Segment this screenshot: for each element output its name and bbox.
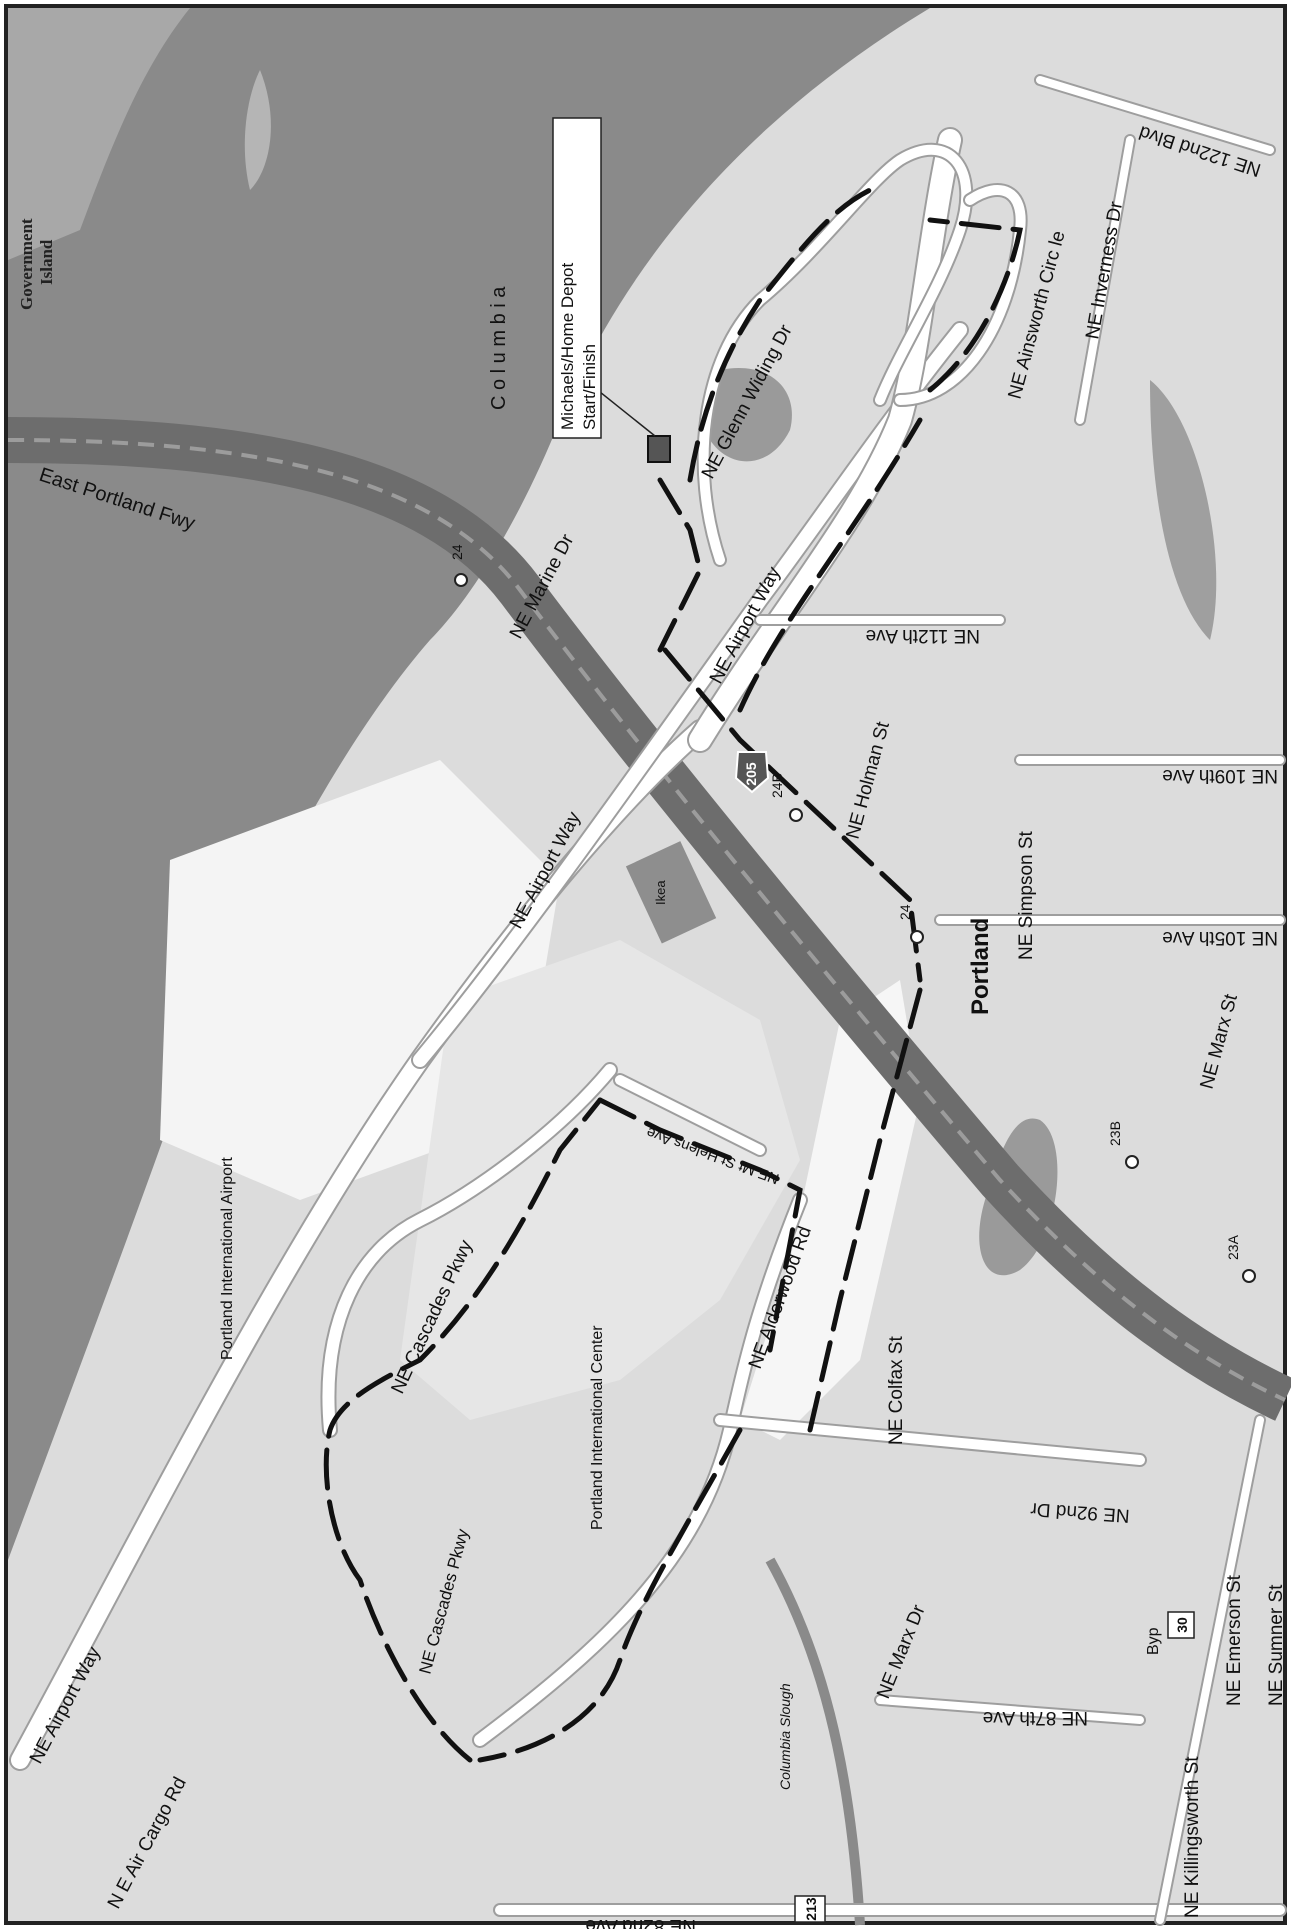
legend-line1: Michaels/Home Depot <box>558 262 577 430</box>
street-sumner: NE Sumner St <box>1266 1584 1287 1706</box>
route-airport-way <box>737 417 923 713</box>
route-ainsworth <box>927 217 1023 393</box>
government-island-label-2: Island <box>37 239 56 285</box>
columbia-river-label: C o l u m b i a <box>488 286 510 410</box>
street-112th: NE 112th Ave <box>866 625 980 646</box>
exit-marker-23a <box>1242 1269 1256 1283</box>
government-island <box>8 8 190 260</box>
byp-label: Byp <box>1145 1627 1162 1655</box>
or213-shield-label: 213 <box>803 1897 819 1921</box>
portland-label: Portland <box>967 918 994 1015</box>
ne-92nd-dr-road <box>715 1415 1145 1465</box>
street-colfax: NE Colfax St <box>886 1336 907 1445</box>
street-emerson: NE Emerson St <box>1224 1574 1245 1706</box>
exit-marker-24b <box>789 808 803 822</box>
i205-shield-label: 205 <box>743 762 759 786</box>
wetland-east <box>1150 380 1217 640</box>
exit-marker-23b <box>1125 1155 1139 1169</box>
route-mt-st-helens <box>597 1097 803 1353</box>
ne-inverness-dr-road <box>1076 136 1134 424</box>
route-glenn-widing <box>687 187 873 483</box>
airport-label: Portland International Airport <box>219 1157 236 1360</box>
island-sliver <box>244 70 271 190</box>
us30-shield-label: 30 <box>1174 1617 1190 1633</box>
columbia-slough-label: Columbia Slough <box>777 1683 793 1790</box>
exit-marker-24-south <box>910 930 924 944</box>
ne-mt-st-helens-road <box>615 1075 765 1155</box>
i205-shield: 205 <box>734 751 770 794</box>
exit-label-24-south: 24 <box>897 904 913 920</box>
exit-label-24b: 24B <box>769 773 785 798</box>
exit-label-23b: 23B <box>1107 1121 1123 1146</box>
ne-cascades-pkwy-road <box>322 1064 616 1436</box>
street-87th: NE 87th Ave <box>983 1707 1088 1728</box>
i205-lanes <box>7 438 1286 1402</box>
or213-shield: 213 <box>794 1895 826 1923</box>
government-island-label-1: Government <box>17 218 36 310</box>
ne-87th-ave-road <box>876 1696 1144 1724</box>
ikea-building <box>625 841 717 944</box>
ne-ainsworth-circle-road <box>895 185 1026 405</box>
exit-label-24-north: 24 <box>449 544 465 560</box>
columbia-river <box>8 8 930 1560</box>
street-82nd: NE 82nd Ave <box>585 1915 696 1929</box>
street-109th: NE 109th Ave <box>1162 765 1278 786</box>
ikea-label: Ikea <box>653 880 668 905</box>
route-center-loop <box>477 1427 743 1763</box>
street-killingsworth: NE Killingsworth St <box>1182 1756 1203 1918</box>
start-finish-marker <box>647 435 671 463</box>
ne-killingsworth-road <box>1156 1416 1264 1924</box>
center-label: Portland International Center <box>589 1325 606 1530</box>
street-105th: NE 105th Ave <box>1162 927 1278 948</box>
columbia-slough <box>765 1557 865 1926</box>
ne-122nd-blvd-road <box>1036 76 1274 154</box>
route-cascades <box>323 1097 603 1763</box>
center-area <box>400 940 800 1420</box>
route-start-segment <box>657 477 703 653</box>
us30-shield: 30 <box>1167 1611 1195 1639</box>
street-simpson: NE Simpson St <box>1016 830 1037 960</box>
exit-marker-24-north <box>454 573 468 587</box>
exit-label-23a: 23A <box>1225 1234 1241 1260</box>
route-alderwood-edge <box>807 987 923 1433</box>
lake-glenn <box>704 368 792 462</box>
legend-box: Michaels/Home Depot Start/Finish <box>552 117 602 439</box>
legend-line2: Start/Finish <box>580 344 599 430</box>
alderwood-area <box>740 980 920 1440</box>
ne-airport-way-east-road <box>689 129 961 751</box>
